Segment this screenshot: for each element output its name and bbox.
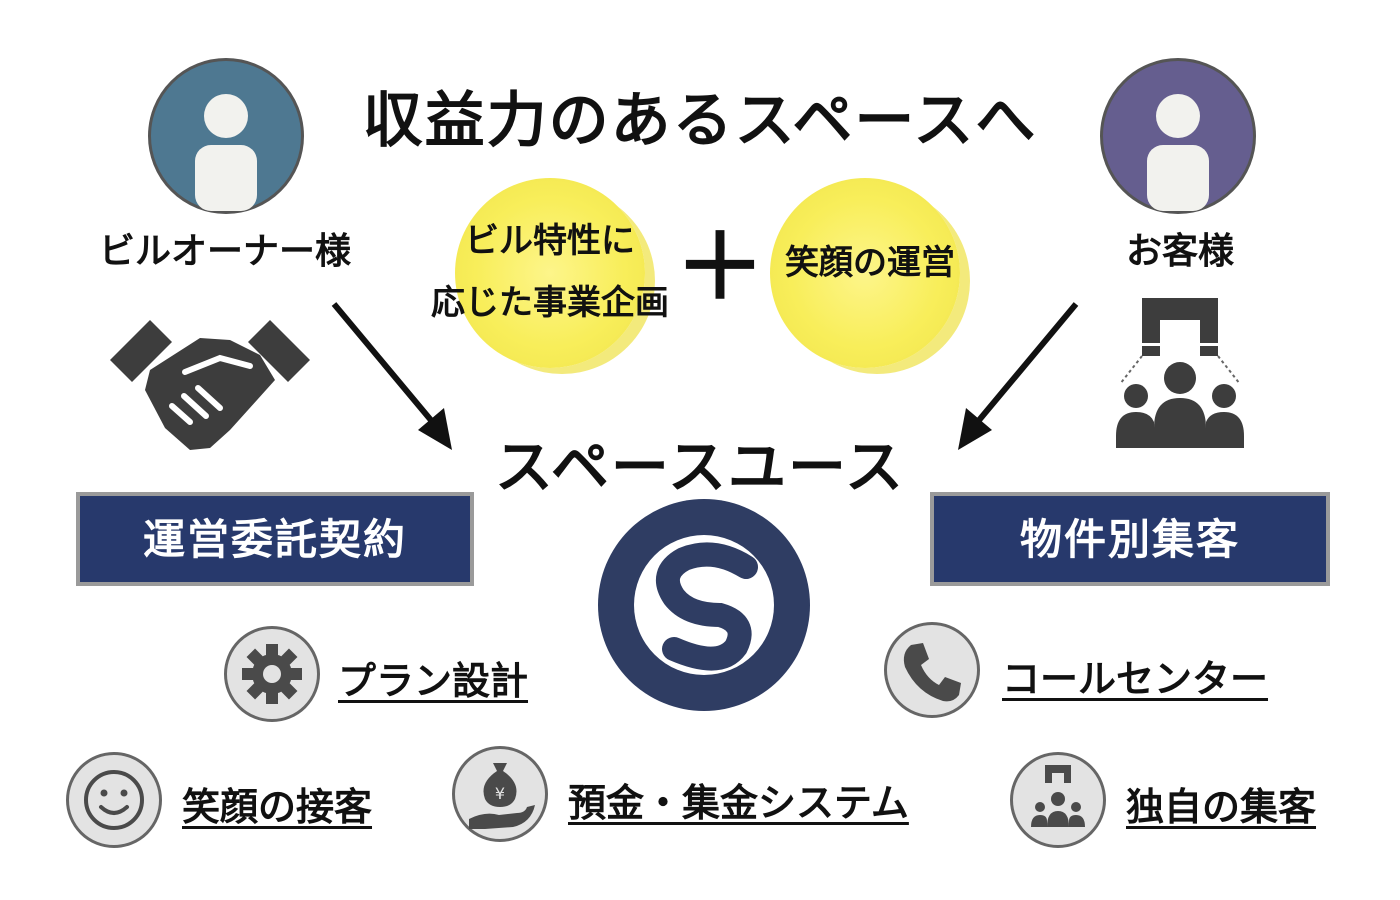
logo	[596, 497, 812, 713]
operation-bubble	[770, 178, 960, 368]
left-arrow	[331, 302, 452, 450]
planning-text: ビル特性に 応じた事業企画	[385, 210, 715, 334]
owner-label: ビルオーナー様	[98, 230, 351, 272]
phone-icon	[903, 643, 961, 702]
person-icon	[195, 94, 257, 211]
feature-deposit-system: 預金・集金システム	[568, 780, 909, 825]
money-icon-circle: ¥	[452, 746, 548, 842]
right-arrow	[958, 302, 1079, 450]
contract-box: 運営委託契約	[76, 492, 474, 586]
logo-icon	[598, 499, 810, 711]
gear-icon	[242, 644, 302, 704]
customer-label: お客様	[1125, 230, 1234, 272]
magnet-people-icon	[1116, 298, 1244, 448]
magnet-icon-circle	[1010, 752, 1106, 848]
planning-line-2: 応じた事業企画	[431, 283, 669, 323]
svg-text:¥: ¥	[495, 784, 505, 803]
person-icon	[1147, 94, 1209, 211]
owner-avatar	[148, 58, 304, 214]
customer-avatar	[1100, 58, 1256, 214]
feature-call-center: コールセンター	[1002, 656, 1269, 701]
plus-sign: ＋	[675, 214, 765, 320]
planning-line-1: ビル特性に	[465, 221, 635, 261]
feature-unique-acquisition: 独自の集客	[1126, 784, 1317, 829]
smiley-icon	[84, 770, 144, 830]
planning-bubble	[455, 178, 645, 368]
magnet-people-small-icon	[1031, 765, 1085, 827]
gear-icon-circle	[224, 626, 320, 722]
space-use-title: スペースユース	[494, 433, 906, 501]
feature-plan-design: プラン設計	[338, 658, 529, 703]
operation-text: 笑顔の運営	[785, 243, 955, 283]
customer-acquisition-box: 物件別集客	[930, 492, 1330, 586]
handshake-icon	[110, 320, 310, 450]
smiley-icon-circle	[66, 752, 162, 848]
main-title: 収益力のあるスペースへ	[362, 86, 1038, 156]
money-bag-hand-icon: ¥	[469, 763, 535, 829]
phone-icon-circle	[884, 622, 980, 718]
feature-smile-service: 笑顔の接客	[182, 784, 373, 829]
